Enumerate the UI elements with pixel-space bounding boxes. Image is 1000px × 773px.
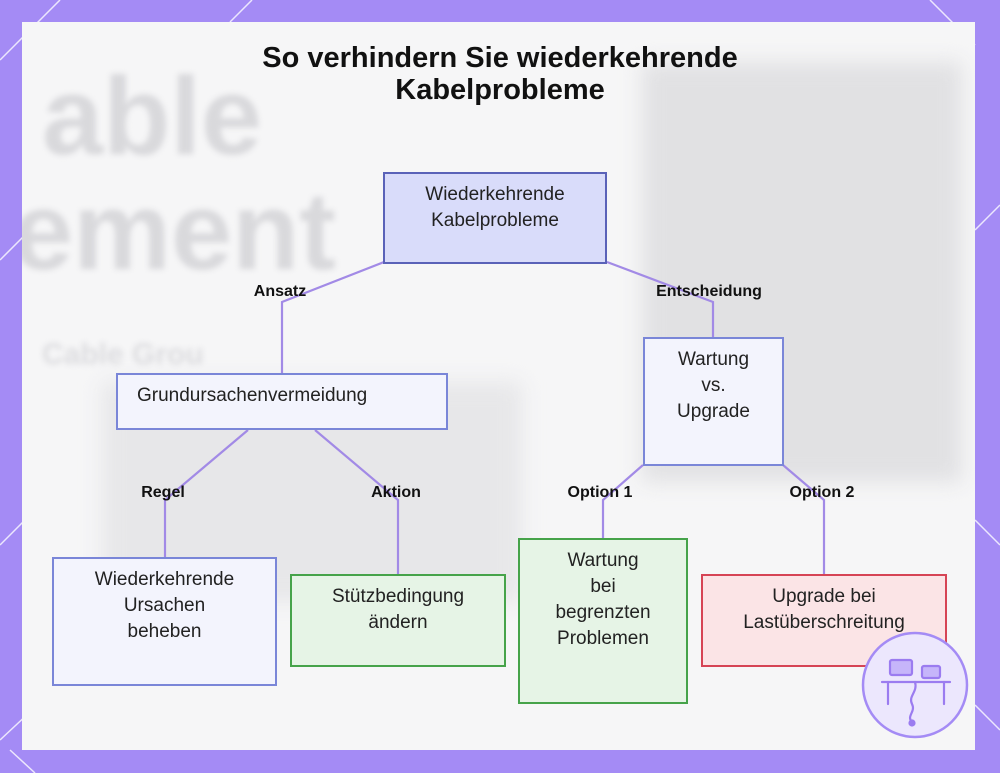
edge-root-to-maint: [606, 260, 715, 338]
node-text: Grundursachenvermeidung: [137, 385, 368, 406]
background-text: ement: [22, 170, 336, 293]
node-text: Wiederkehrende: [425, 184, 565, 205]
node-text: Upgrade: [677, 401, 750, 422]
node-text: Ursachen: [123, 595, 206, 616]
node-text: Wartung: [567, 550, 639, 571]
edge-label-action: Aktion: [371, 484, 421, 501]
node-text: vs.: [701, 375, 726, 396]
edge-maint-to-maintenance: [601, 464, 644, 539]
node-text: Wartung: [677, 349, 750, 370]
edge-rootcause-to-fix: [163, 429, 249, 557]
node-text: begrenzten: [555, 602, 651, 623]
node-text: ändern: [368, 612, 428, 633]
node-text: Stützbedingung: [331, 586, 465, 607]
title-line: So verhindern Sie wiederkehrende: [262, 42, 738, 74]
node-text: Kabelprobleme: [431, 210, 559, 231]
node-fix-causes: Wiederkehrende Ursachen beheben: [52, 557, 277, 686]
edge-rootcause-to-support: [314, 429, 400, 575]
node-text: Upgrade bei: [772, 586, 876, 607]
edge-label-rule: Regel: [141, 484, 185, 501]
node-text: bei: [590, 576, 616, 597]
node-maintenance-vs-upgrade: Wartung vs. Upgrade: [643, 337, 784, 466]
node-root-cause: Grundursachenvermeidung: [116, 373, 448, 430]
node-text: Problemen: [557, 628, 649, 649]
edge-maint-to-upgrade: [782, 464, 826, 575]
page-title: So verhindern Sie wiederkehrende Kabelpr…: [0, 42, 1000, 106]
node-text: Lastüberschreitung: [743, 612, 905, 633]
node-maintenance: Wartung bei begrenzten Problemen: [518, 538, 688, 704]
background-text: able: [42, 55, 263, 178]
workstation-logo-icon: [861, 631, 969, 739]
edge-label-option2: Option 2: [789, 484, 855, 501]
edge-label-approach: Ansatz: [253, 283, 307, 300]
edge-label-decision: Entscheidung: [656, 283, 762, 300]
edge-root-to-rootcause: [280, 260, 385, 374]
node-root: Wiederkehrende Kabelprobleme: [383, 172, 607, 264]
title-line: Kabelprobleme: [395, 74, 605, 106]
node-text: beheben: [127, 621, 202, 642]
node-change-support: Stützbedingung ändern: [290, 574, 506, 667]
edge-label-option1: Option 1: [567, 484, 633, 501]
node-text: Wiederkehrende: [94, 569, 235, 590]
background-text: Cable Grou: [42, 338, 204, 371]
